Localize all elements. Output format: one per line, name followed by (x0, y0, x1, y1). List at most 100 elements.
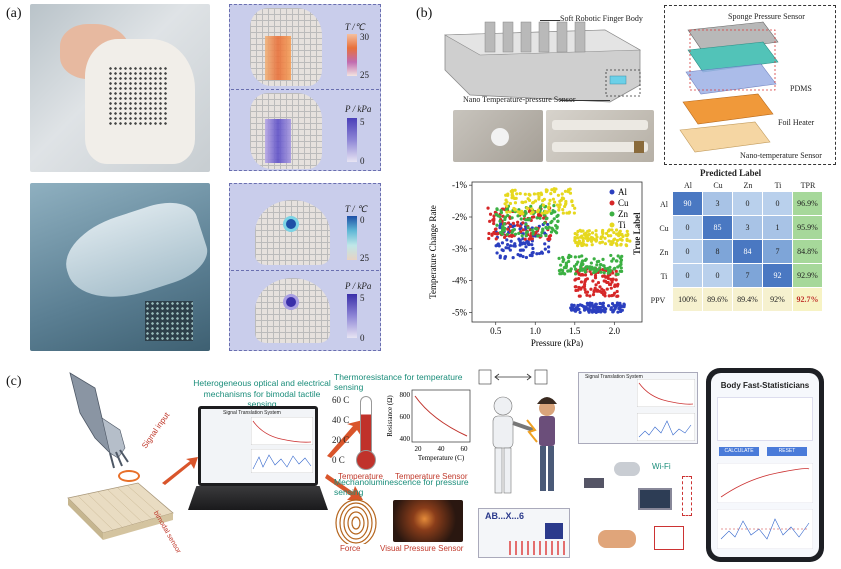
scatter-point (582, 232, 586, 236)
heat-spot-pressure (265, 119, 291, 163)
scatter-point (498, 231, 503, 235)
scatter-point (547, 202, 551, 206)
scatter-point (506, 242, 510, 247)
cm-ppv-cell: 100% (673, 288, 703, 312)
scatter-point (588, 294, 592, 298)
phone-reset-button[interactable]: RESET (767, 447, 807, 456)
scatter-point (614, 259, 618, 263)
scatter-point (606, 234, 611, 238)
cm-cell: 7 (763, 240, 793, 264)
scatter-point (583, 270, 587, 274)
y-tick-label: -1% (452, 180, 467, 190)
device-box (654, 526, 684, 550)
scatter-point (517, 210, 522, 214)
scatter-point (625, 229, 629, 234)
scatter-point (598, 301, 602, 306)
scatter-point (564, 264, 568, 268)
laptop-graph (251, 417, 313, 445)
robotic-finger-drawing (443, 21, 642, 103)
colorbar-pressure-top (347, 118, 357, 162)
scatter-point (593, 266, 597, 270)
scatter-point (609, 286, 613, 290)
cm-cell: 0 (673, 240, 703, 264)
cloud-icon (614, 462, 640, 476)
scatter-point (566, 255, 570, 260)
legend-label: Cu (618, 198, 629, 208)
scatter-point (516, 214, 520, 218)
scatter-point (530, 207, 534, 211)
scatter-point (595, 289, 599, 293)
x-tick-label: 0.5 (490, 326, 502, 336)
scatter-point (606, 304, 611, 308)
scatter-point (531, 210, 535, 214)
scatter-point (580, 272, 584, 277)
scatter-point (565, 211, 569, 215)
scatter-point (607, 239, 611, 243)
heatmap-hand-pressure (250, 93, 322, 169)
scatter-point (531, 230, 535, 234)
scatter-point (595, 235, 599, 239)
phone-calc-button[interactable]: CALCULATE (719, 447, 759, 456)
scatter-point (528, 253, 532, 257)
scatter-point (620, 254, 624, 259)
scatter-point (616, 310, 620, 314)
scatter-plot-area (471, 181, 643, 323)
scatter-point (606, 229, 611, 233)
scatter-point (574, 306, 578, 310)
scatter-point (614, 278, 618, 282)
scatter-point (619, 269, 624, 273)
cm-ppv-cell: 92.7% (793, 288, 823, 312)
x-tick-label: 1.0 (530, 326, 542, 336)
visual-pressure-photo (393, 500, 463, 542)
res-y-tick: 800 (400, 391, 411, 399)
laptop-base (188, 486, 328, 510)
layer-view-box (664, 5, 836, 165)
cm-cell: 3 (733, 216, 763, 240)
scatter-point (602, 309, 606, 313)
scatter-point (527, 242, 531, 247)
scatter-point (543, 242, 547, 246)
heatmap-finger-temperature (255, 200, 330, 265)
cb-top-temp-unit: T /℃ (345, 22, 365, 32)
scatter-point (498, 219, 502, 223)
scatter-point (557, 205, 561, 209)
scatter-point (536, 192, 540, 196)
scatter-point (560, 196, 565, 200)
cm-cell: 90 (673, 192, 703, 216)
scatter-point (576, 236, 580, 240)
phone-title: Body Fast-Statisticians (720, 381, 810, 390)
scatter-point (610, 294, 614, 298)
scatter-point (504, 198, 508, 202)
scatter-point (503, 217, 507, 222)
scatter-point (585, 293, 589, 297)
scatter-point (544, 225, 548, 230)
scatter-point (511, 221, 515, 225)
laptop-display: Signal Translation System (201, 409, 315, 483)
thermometer-bulb (356, 450, 376, 470)
scatter-point (543, 247, 547, 251)
scatter-point (560, 192, 564, 196)
scatter-point (568, 269, 573, 273)
scatter-point (599, 236, 603, 240)
cm-cell: 0 (673, 264, 703, 288)
signal-ring (118, 470, 140, 482)
scatter-point (503, 256, 507, 260)
scatter-point (559, 268, 563, 272)
laptop-graph-2 (251, 449, 313, 473)
scatter-point (553, 210, 557, 214)
thermo-tick: 0 C (332, 455, 345, 465)
scatter-point (594, 310, 598, 315)
scatter-point (589, 239, 594, 243)
scatter-point (588, 267, 592, 271)
scatter-point (614, 228, 619, 232)
callout-pdms: PDMS (790, 84, 812, 93)
translation-title: Signal Translation System (585, 374, 643, 380)
cm-col-header: Cu (713, 180, 723, 190)
callout-line-nano (560, 100, 610, 101)
scatter-point (508, 248, 512, 252)
scatter-point (610, 228, 614, 232)
scatter-point (552, 217, 556, 221)
cm-col-header: TPR (800, 180, 816, 190)
callout-nano-sensor: Nano Temperature-pressure Sensor (463, 95, 576, 104)
